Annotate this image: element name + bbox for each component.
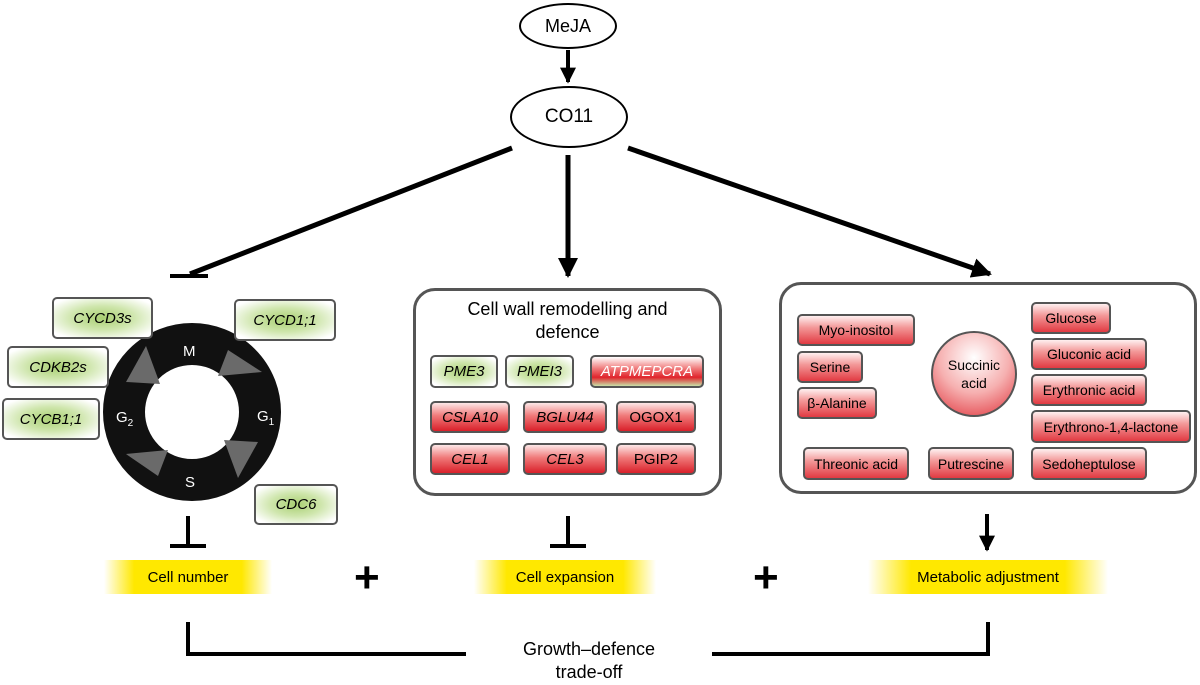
gene-atpmepcra: ATPMEPCRA [590,355,704,388]
gene-cel1: CEL1 [430,443,510,475]
tradeoff-bracket-right [712,622,990,656]
metabolites-panel [779,282,1197,494]
metabolite-putrescine: Putrescine [928,447,1014,480]
gene-ogox1: OGOX1 [616,401,696,433]
gene-cel3: CEL3 [523,443,607,475]
tradeoff-label: Growth–defence trade-off [522,639,656,682]
gene-csla10: CSLA10 [430,401,510,433]
gene-cycd3s: CYCD3s [52,297,153,339]
metabolite-glucose: Glucose [1031,302,1111,334]
gene-cycd1-1: CYCD1;1 [234,299,336,341]
metabolite-succinic-acid: Succinic acid [931,331,1017,417]
gene-pgip2: PGIP2 [616,443,696,475]
phase-label-s: S [185,474,196,491]
outcome-cell-number: Cell number [104,560,272,594]
metabolite-erythronic-acid: Erythronic acid [1031,374,1147,406]
gene-cdc6: CDC6 [254,484,338,525]
metabolite-erythrono-lactone: Erythrono-1,4-lactone [1031,410,1191,443]
outcome-cell-expansion: Cell expansion [474,560,656,594]
metabolite-serine: Serine [797,351,863,383]
meja-node: MeJA [519,3,617,49]
gene-pme3: PME3 [430,355,498,388]
metabolite-gluconic-acid: Gluconic acid [1031,338,1147,370]
cell-wall-panel [413,288,722,496]
phase-label-g2: G2 [116,409,134,429]
phase-label-m: M [183,343,196,360]
gene-cycb1-1: CYCB1;1 [2,398,100,440]
phase-arrow-s [126,450,168,476]
phase-arrow-g1 [224,440,258,478]
inhibit-coi1-to-cell-cycle [189,145,513,277]
metabolite-threonic-acid: Threonic acid [803,447,909,480]
gene-cdkb2s: CDKB2s [7,346,109,388]
metabolite-sedoheptulose: Sedoheptulose [1031,447,1147,480]
metabolite-beta-alanine: β-Alanine [797,387,877,419]
cell-wall-title: Cell wall remodelling and defence [467,299,668,342]
gene-bglu44: BGLU44 [523,401,607,433]
plus-sign-left: + [354,553,380,602]
arrow-coi1-to-metabolism [627,145,992,278]
plus-sign-right: + [753,553,779,602]
gene-pmei3: PMEI3 [505,355,574,388]
cell-cycle-ring [103,323,281,501]
phase-arrow-m [218,350,262,376]
tradeoff-bracket-left [186,622,466,656]
phase-label-g1: G1 [257,408,275,428]
phase-arrow-g2 [126,346,160,384]
coi1-node: CO11 [510,86,628,148]
metabolite-myo-inositol: Myo-inositol [797,314,915,346]
outcome-metabolic-adjustment: Metabolic adjustment [868,560,1108,594]
